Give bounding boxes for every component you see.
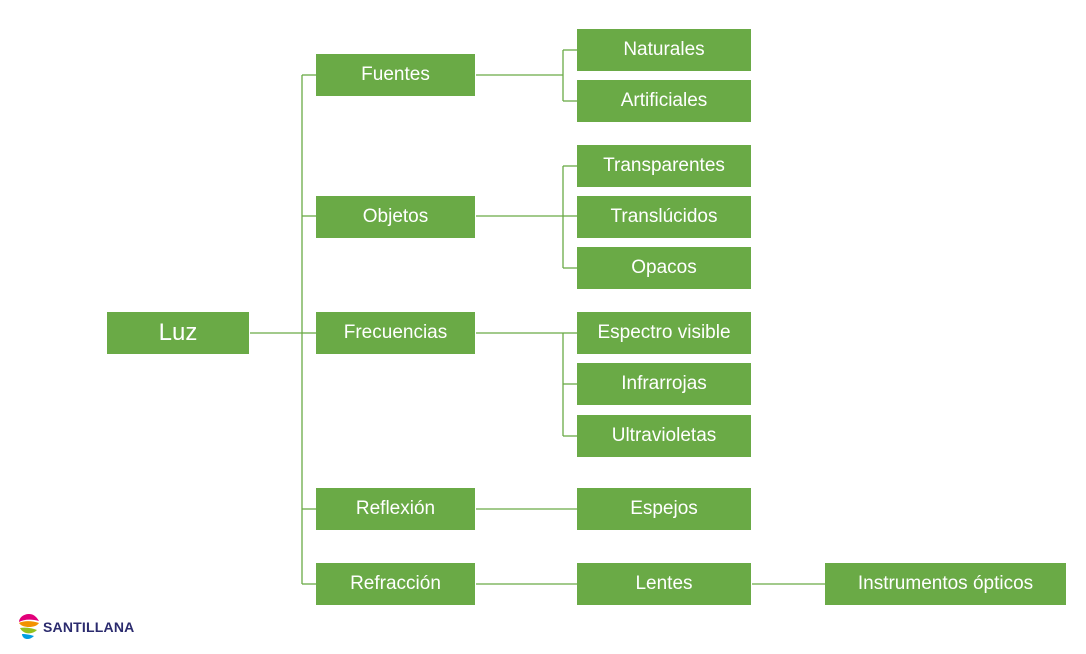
santillana-logo: SANTILLANA [18,612,134,642]
leaf-node-transparentes: Transparentes [577,145,751,187]
leaf-node-naturales: Naturales [577,29,751,71]
leaf-node-artificiales: Artificiales [577,80,751,122]
branch-node-fuentes: Fuentes [316,54,475,96]
leaf-node-espectro-visible: Espectro visible [577,312,751,354]
leaf-node-instrumentos-opticos: Instrumentos ópticos [825,563,1066,605]
branch-node-objetos: Objetos [316,196,475,238]
leaf-node-opacos: Opacos [577,247,751,289]
leaf-node-translucidos: Translúcidos [577,196,751,238]
root-node-luz: Luz [107,312,249,354]
leaf-node-ultravioletas: Ultravioletas [577,415,751,457]
leaf-node-infrarrojas: Infrarrojas [577,363,751,405]
branch-node-frecuencias: Frecuencias [316,312,475,354]
branch-node-reflexion: Reflexión [316,488,475,530]
leaf-node-espejos: Espejos [577,488,751,530]
santillana-emblem-icon [19,614,39,640]
branch-node-refraccion: Refracción [316,563,475,605]
logo-text: SANTILLANA [43,619,135,635]
leaf-node-lentes: Lentes [577,563,751,605]
